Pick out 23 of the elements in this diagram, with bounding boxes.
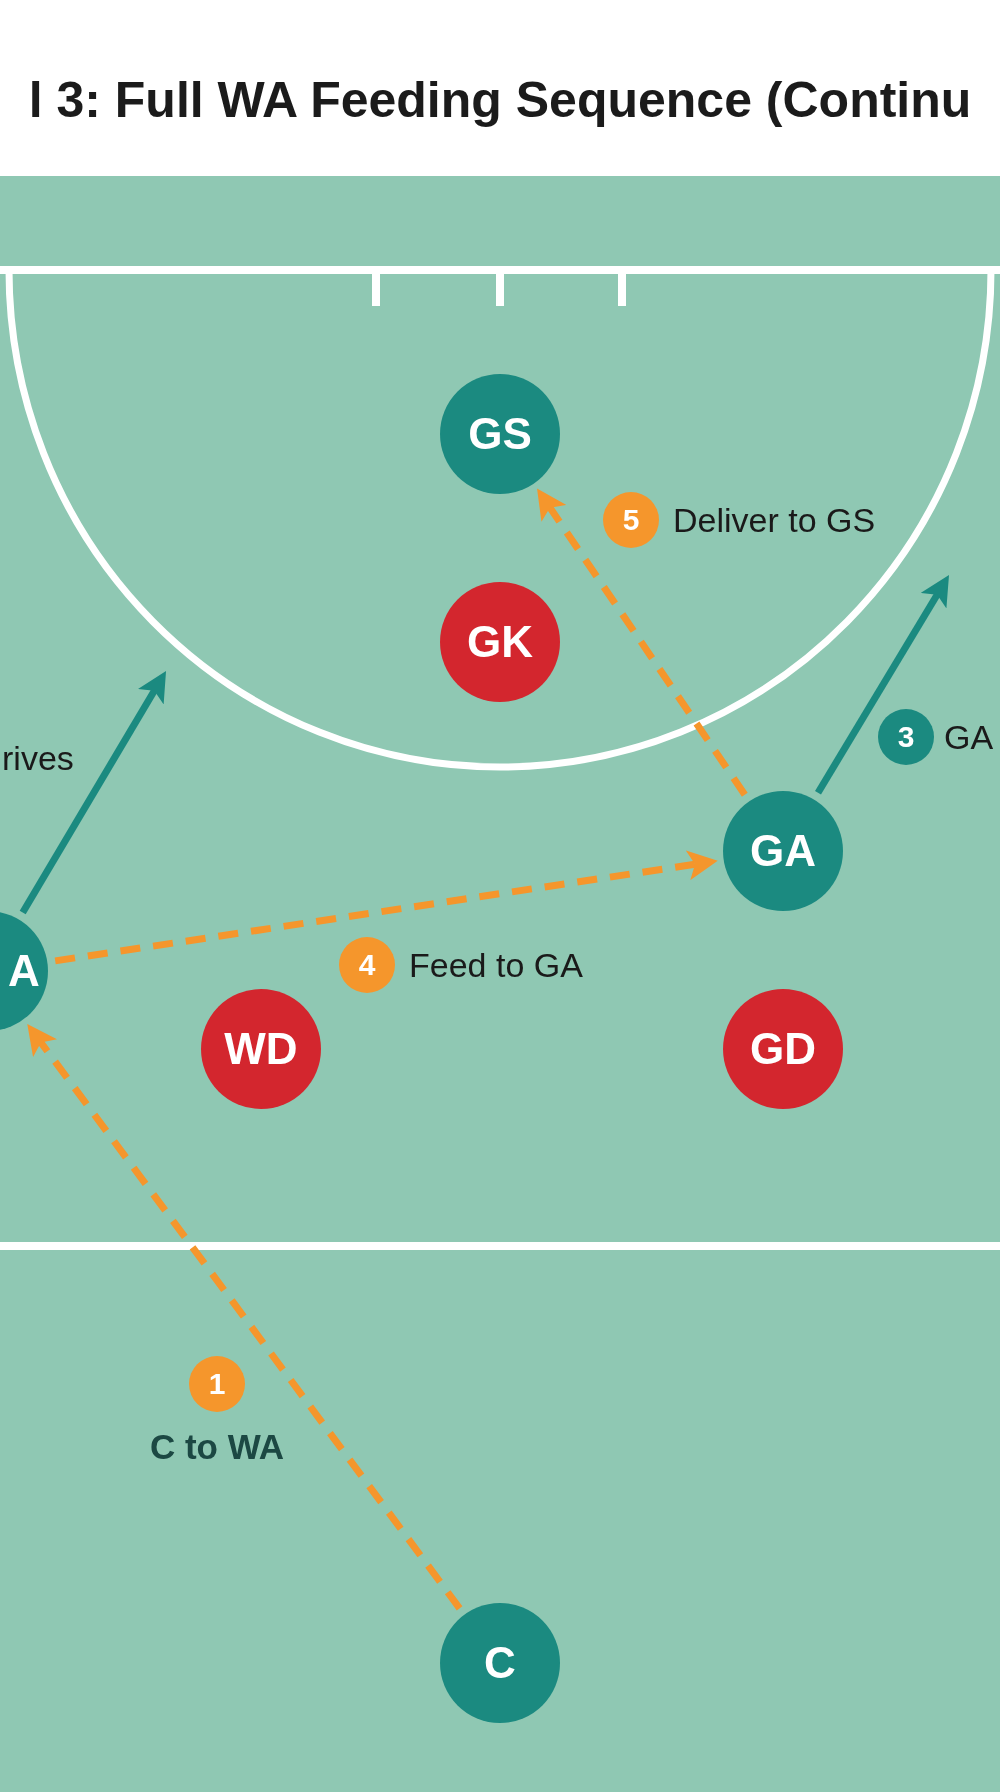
step-label: Deliver to GS (673, 500, 876, 540)
position-label: GD (750, 1024, 816, 1074)
step-number: 5 (622, 503, 640, 537)
step-label: C to WA (149, 1427, 285, 1467)
pass-arrow (537, 488, 748, 797)
step-label: GA (944, 717, 994, 757)
position-label: GA (750, 826, 816, 876)
pass-arrow (54, 850, 718, 965)
run-arrow (19, 670, 167, 915)
position-label: C (484, 1638, 516, 1688)
position-label: WD (224, 1024, 298, 1074)
player-token (0, 911, 48, 1031)
step-number: 1 (208, 1367, 226, 1401)
position-label: A (8, 946, 40, 996)
run-arrow (815, 575, 949, 795)
diagram-title: l 3: Full WA Feeding Sequence (Continu (28, 71, 972, 130)
step-label: Feed to GA (409, 945, 583, 985)
position-label: GS (468, 409, 532, 459)
step-label: rives (2, 738, 74, 778)
pass-arrow (27, 1024, 463, 1611)
step-number: 4 (358, 948, 376, 982)
step-number: 3 (897, 720, 915, 754)
position-label: GK (467, 617, 533, 667)
